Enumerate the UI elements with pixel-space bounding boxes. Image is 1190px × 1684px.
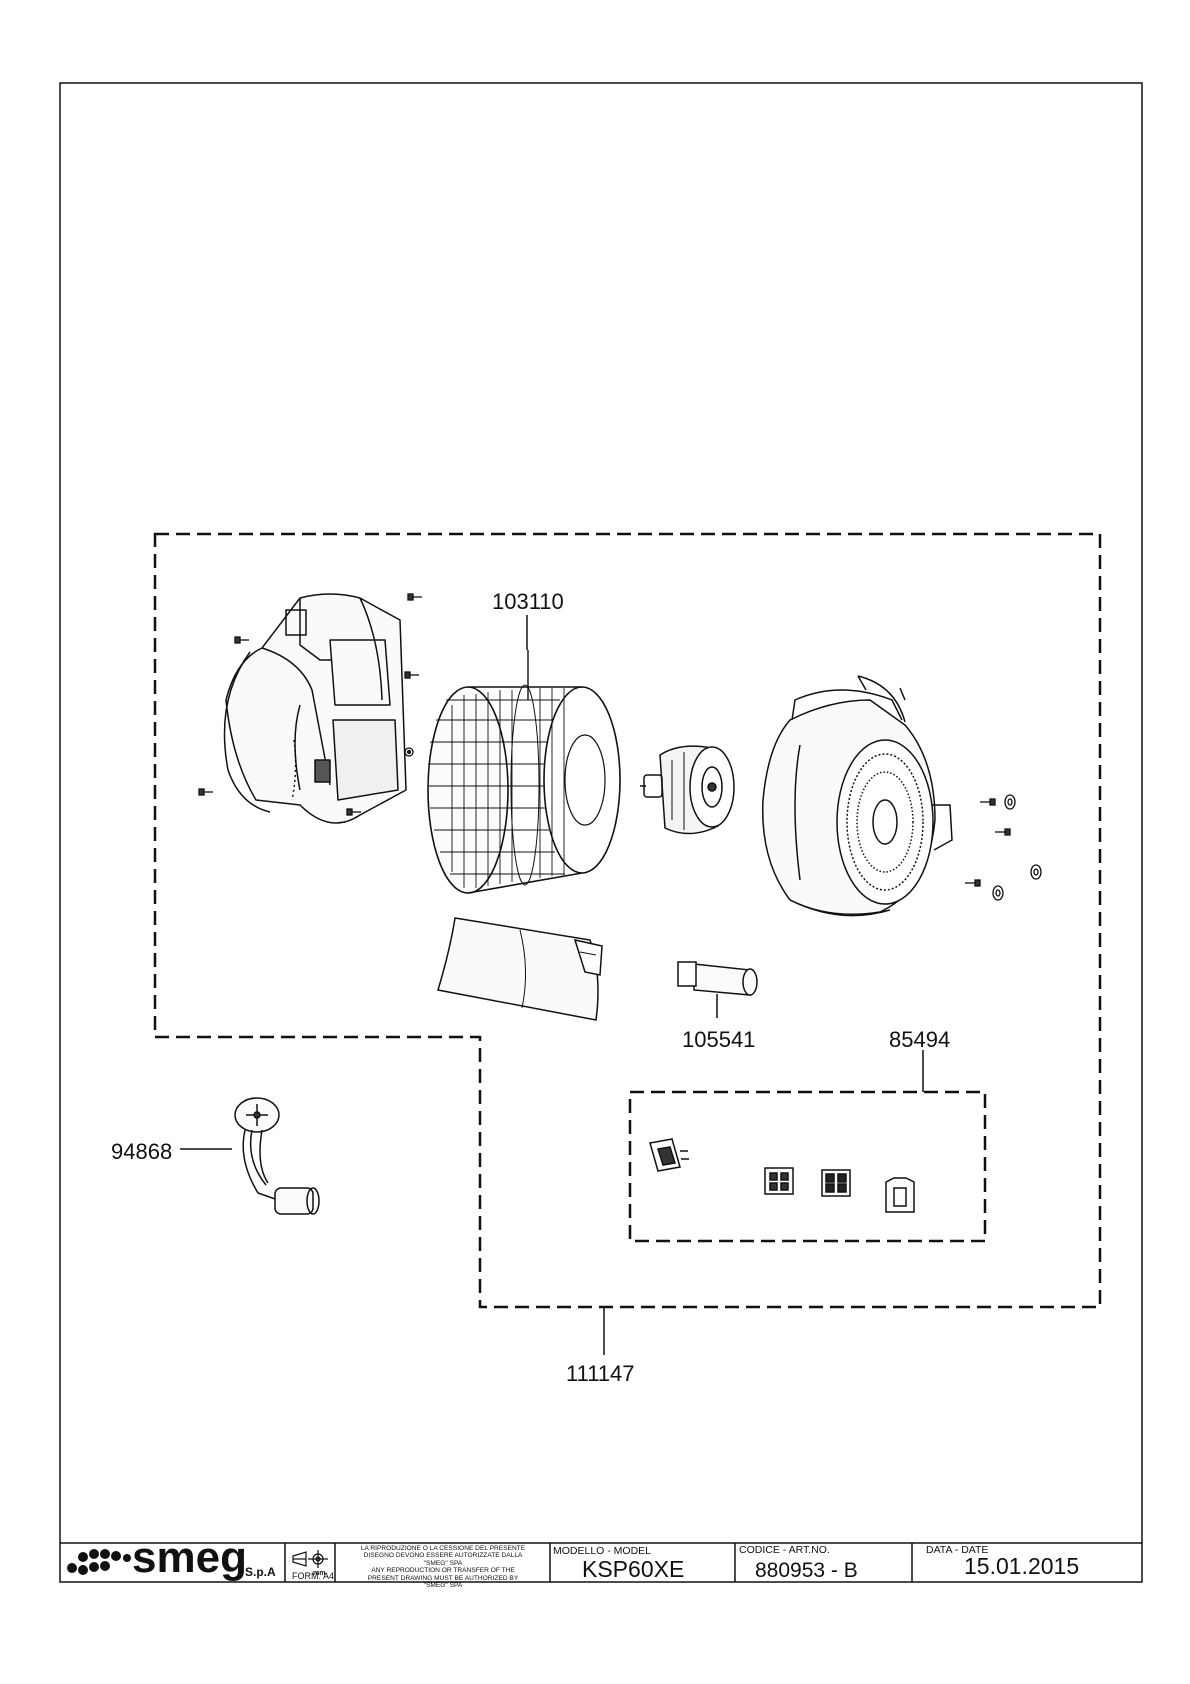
connector-3 [821,1169,851,1197]
model-caption: MODELLO - MODEL [553,1545,652,1557]
projection-symbol-icon [292,1550,328,1568]
motor [640,745,735,835]
part-label-85494: 85494 [889,1027,950,1052]
form-size-label: FORM. A4 [292,1571,335,1581]
title-block-grid [60,1542,1142,1582]
assembly-group-boundary [153,532,1102,1309]
connector-1 [649,1138,689,1172]
left-housing-half [223,593,407,824]
legal-en-line-2: PRESENT DRAWING MUST BE AUTHORIZED BY [367,1574,519,1582]
legal-it-line-2: DISEGNO DEVONO ESSERE AUTORIZZATE DALLA [363,1552,523,1560]
part-label-103110: 103110 [492,589,564,614]
legal-it-line-1: LA RIPRODUZIONE O LA CESSIONE DEL PRESEN… [360,1545,526,1552]
date-value: 15.01.2015 [964,1553,1080,1579]
part-label-94868: 94868 [111,1139,172,1164]
part-label-111147: 111147 [566,1361,635,1386]
unit-label: mm [313,1570,326,1577]
legal-en-line-3: "SMEG" SPA [423,1582,463,1590]
code-caption: CODICE - ART.NO. [739,1544,830,1556]
drawing-frame [59,82,1143,1583]
company-suffix: S.p.A [245,1565,276,1579]
cable-with-plug [234,1097,320,1215]
part-label-105541: 105541 [682,1027,755,1052]
connector-set [649,1050,924,1213]
screw-group-left [198,593,422,816]
date-caption: DATA - DATE [926,1544,989,1556]
fastener-group-right [965,794,1042,901]
connector-4 [885,1177,915,1213]
capacitor [677,961,758,1018]
legal-en-line-1: ANY REPRODUCTION OR TRANSFER OF THE [371,1567,515,1575]
right-housing-half [761,675,953,917]
code-value: 880953 - B [755,1559,858,1582]
legal-it-line-3: "SMEG" SPA [423,1559,463,1567]
model-value: KSP60XE [582,1556,685,1582]
smeg-logo: smeg [67,1533,247,1582]
leader-lines [180,615,605,1355]
cover-panel [437,917,603,1021]
impeller-wheel [427,650,621,894]
brand-wordmark: smeg [132,1533,247,1582]
connector-2 [764,1167,794,1195]
connector-kit-boundary [628,1090,987,1243]
legal-notice: LA RIPRODUZIONE O LA CESSIONE DEL PRESEN… [337,1545,549,1589]
